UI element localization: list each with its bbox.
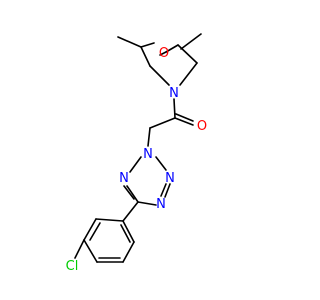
bond-ph-6 xyxy=(122,220,135,243)
atom-chlorine: Cl xyxy=(66,259,79,274)
atom-n-morpholine: N xyxy=(169,86,179,101)
bond-c5-n1-second xyxy=(123,185,135,200)
bond-c5-n1 xyxy=(126,185,139,203)
bond-ring-right-down xyxy=(177,44,198,64)
bond-o-ring-right-cont xyxy=(165,44,179,53)
bond-carbonyl-ch2 xyxy=(149,117,176,129)
bond-ring-left-to-o xyxy=(140,42,155,48)
bond-ring-left-up xyxy=(140,46,151,67)
molecule-structure: O N O N N N N Cl xyxy=(66,33,207,274)
atom-n-tz2: N xyxy=(143,147,153,162)
atom-n-tz3: N xyxy=(165,171,175,186)
atom-o-carbonyl: O xyxy=(197,119,207,134)
bond-n2-n1 xyxy=(129,156,142,173)
bond-ch2-n2 xyxy=(147,127,151,147)
structure-canvas: O N O N N N N Cl xyxy=(66,33,207,274)
bond-n2-n3 xyxy=(155,156,167,171)
bond-ph-cl xyxy=(74,239,85,259)
bond-ph-3 xyxy=(83,239,98,263)
bond-ph-1 xyxy=(95,218,124,222)
bond-ph-5 xyxy=(122,241,135,263)
bond-n3-n4 xyxy=(164,183,171,198)
bond-methyl-right xyxy=(180,33,202,50)
bond-ring-right-to-n xyxy=(179,62,198,86)
bond-methyl-left xyxy=(117,36,142,48)
bond-n3-n4-second xyxy=(160,183,167,197)
bond-carbonyl-o-second xyxy=(175,113,194,122)
bond-ph-6-inner xyxy=(120,224,131,243)
bond-n-carbonyl xyxy=(173,98,176,119)
atom-n-tz1: N xyxy=(119,171,129,186)
bond-carbonyl-o xyxy=(174,117,194,126)
bond-ph-2-inner xyxy=(89,222,101,241)
bond-ph-2 xyxy=(83,218,97,241)
atom-n-tz4: N xyxy=(156,197,166,212)
atom-o-morpholine: O xyxy=(159,46,169,61)
bond-n-ring-left xyxy=(149,65,170,86)
bond-o-ring-right xyxy=(159,51,167,56)
bond-c5-phenyl xyxy=(122,201,139,222)
bond-n4-c5 xyxy=(137,201,157,206)
